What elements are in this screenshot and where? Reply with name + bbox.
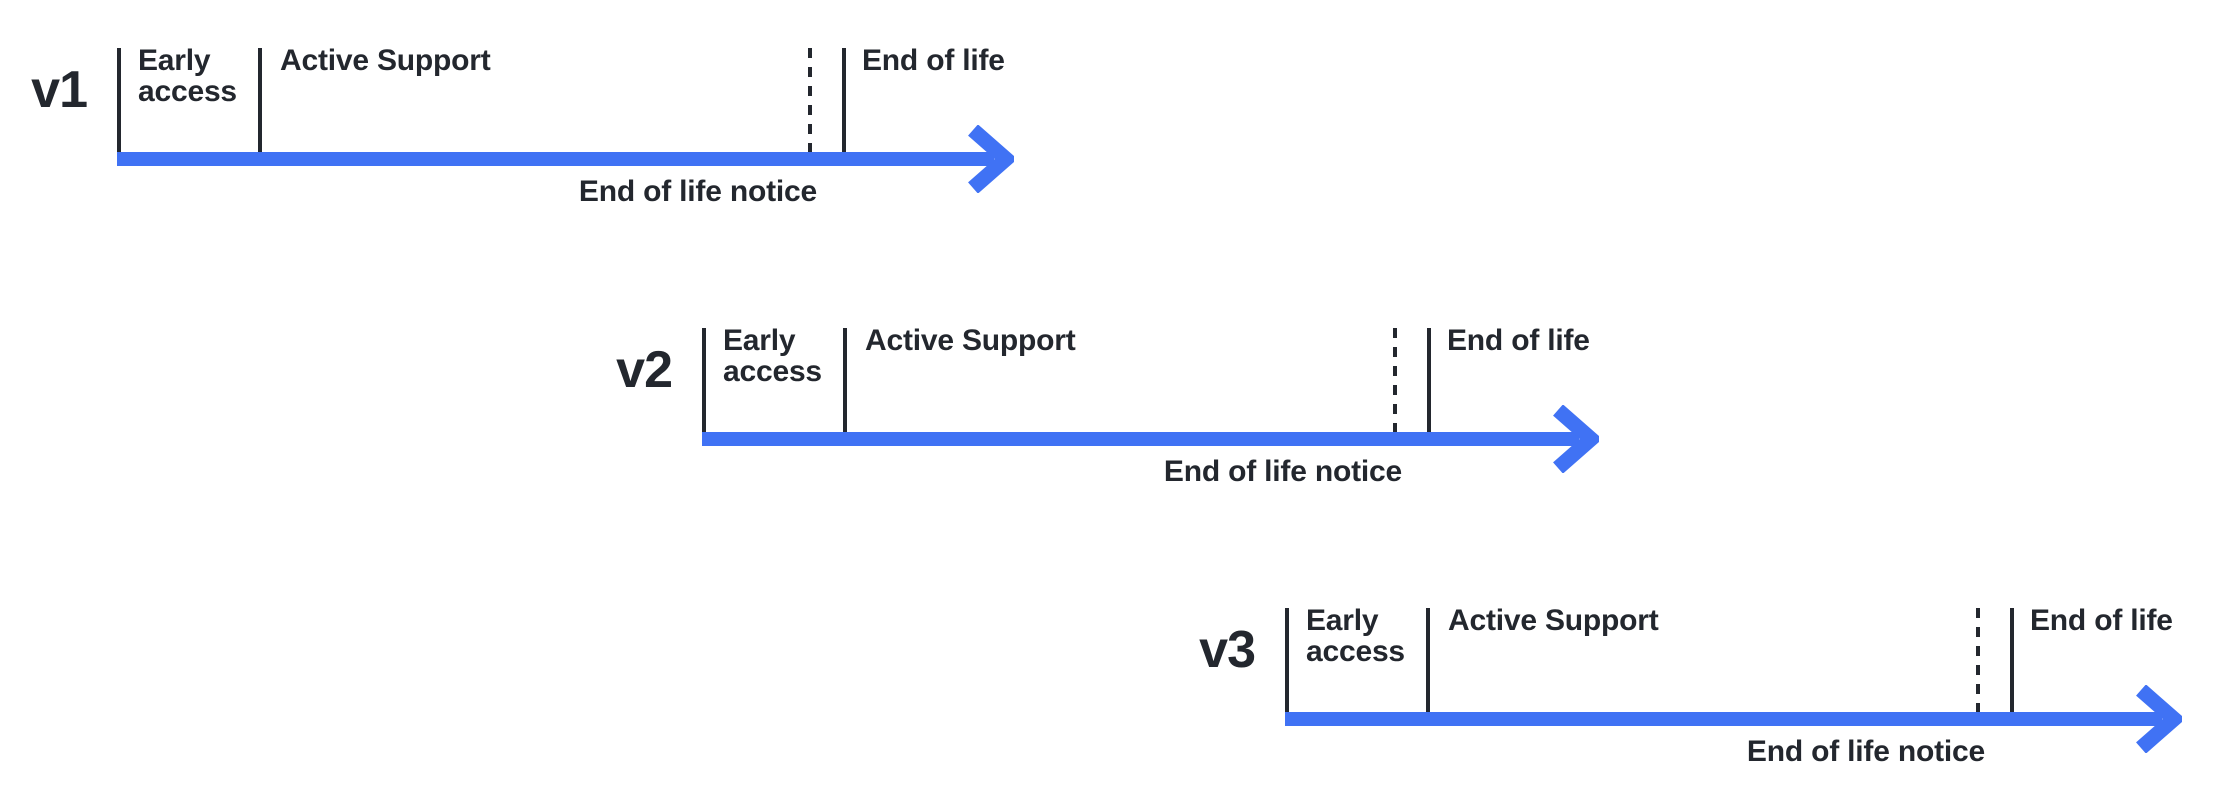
arrow-head-icon — [2136, 685, 2182, 753]
early-access-label: Early access — [138, 44, 237, 108]
early-access-label: Early access — [723, 324, 822, 388]
early-access-start-tick — [702, 328, 706, 432]
end-of-life-label: End of life — [2030, 604, 2173, 637]
active-support-start-tick — [843, 328, 847, 432]
active-support-label: Active Support — [865, 324, 1076, 357]
timeline-bar — [117, 152, 994, 166]
version-label: v3 — [1199, 621, 1256, 679]
end-of-life-tick — [2010, 608, 2014, 712]
end-of-life-label: End of life — [1447, 324, 1590, 357]
early-access-label: Early access — [1306, 604, 1405, 668]
end-of-life-notice-label: End of life notice — [578, 175, 817, 208]
eol-notice-dashed-line — [1393, 328, 1397, 432]
end-of-life-label: End of life — [862, 44, 1005, 77]
active-support-start-tick — [258, 48, 262, 152]
arrow-head-icon — [968, 125, 1014, 193]
timeline-v2: v2 Early access Active Support End of li… — [616, 324, 1602, 548]
end-of-life-notice-label: End of life notice — [1163, 455, 1402, 488]
timeline-v1: v1 Early access Active Support End of li… — [31, 44, 1017, 268]
early-access-start-tick — [1285, 608, 1289, 712]
timeline-bar — [702, 432, 1579, 446]
end-of-life-tick — [842, 48, 846, 152]
version-label: v2 — [616, 341, 673, 399]
end-of-life-tick — [1427, 328, 1431, 432]
eol-notice-dashed-line — [808, 48, 812, 152]
end-of-life-notice-label: End of life notice — [1746, 735, 1985, 768]
active-support-label: Active Support — [1448, 604, 1659, 637]
active-support-start-tick — [1426, 608, 1430, 712]
early-access-start-tick — [117, 48, 121, 152]
timeline-bar — [1285, 712, 2162, 726]
arrow-head-icon — [1553, 405, 1599, 473]
version-label: v1 — [31, 61, 88, 119]
active-support-label: Active Support — [280, 44, 491, 77]
timeline-v3: v3 Early access Active Support End of li… — [1199, 604, 2185, 812]
eol-notice-dashed-line — [1976, 608, 1980, 712]
